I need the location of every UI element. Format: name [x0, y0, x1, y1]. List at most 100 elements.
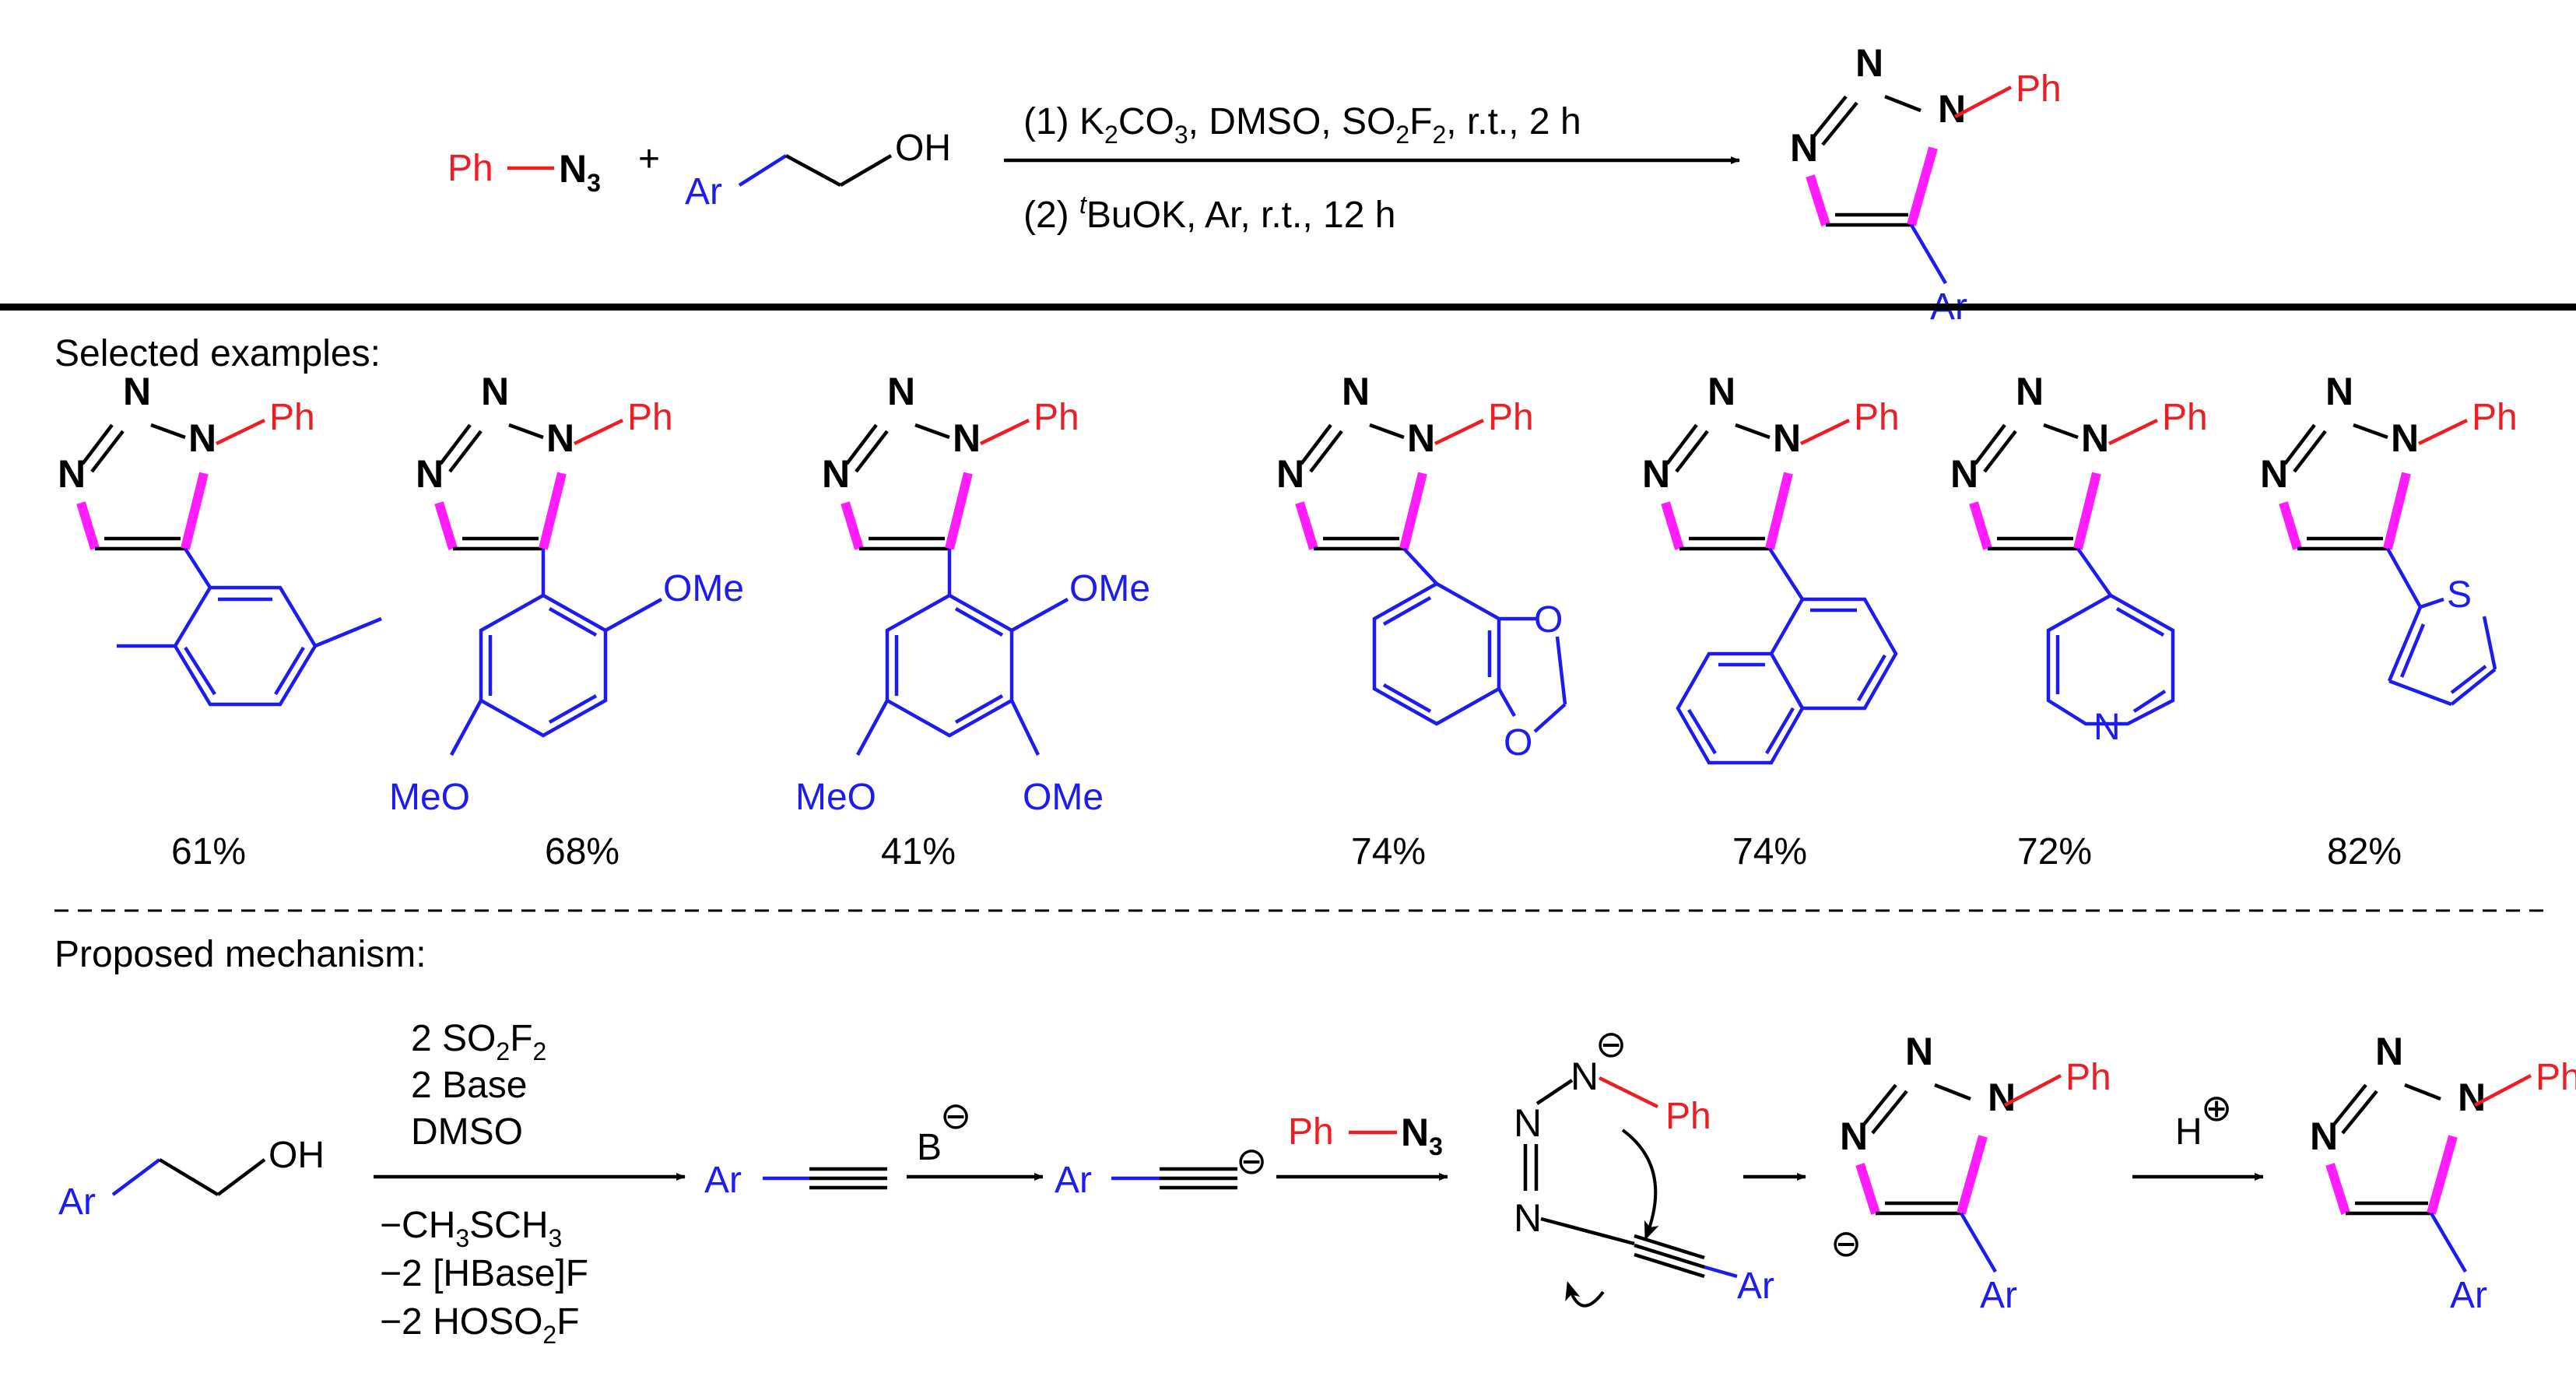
- svg-text:Ph: Ph: [1288, 1111, 1334, 1153]
- yield-label: 61%: [171, 831, 246, 872]
- aryl-ring: [117, 547, 382, 707]
- ph-label: Ph: [2016, 68, 2062, 110]
- triazole-core: N N N Ph: [2260, 370, 2518, 551]
- svg-text:Ar: Ar: [1737, 1265, 1774, 1307]
- triazole-core: N N N Ph: [822, 370, 1079, 551]
- aryl-ethanol: Ar OH: [685, 128, 951, 212]
- svg-text:Ph: Ph: [1854, 397, 1900, 438]
- yield-label: 72%: [2017, 831, 2092, 872]
- byproduct-hbase: −2 [HBase]F: [380, 1253, 588, 1294]
- svg-text:N: N: [416, 452, 444, 496]
- svg-text:N: N: [2093, 707, 2121, 748]
- triazole-core: N N N Ph: [58, 370, 315, 551]
- svg-text:N: N: [1773, 416, 1801, 460]
- svg-text:Ar: Ar: [1980, 1275, 2017, 1316]
- svg-text:N: N: [1342, 370, 1370, 413]
- svg-text:⊖: ⊖: [1595, 1024, 1627, 1065]
- mechanism-byproducts: −CH3SCH3 −2 [HBase]F −2 HOSO2F: [380, 1205, 588, 1349]
- mechanism-reagents: 2 SO2F2 2 Base DMSO: [411, 1018, 546, 1153]
- svg-text:Ar: Ar: [2450, 1275, 2487, 1316]
- svg-text:N: N: [2016, 370, 2044, 413]
- triazole-core: N N N Ph: [1642, 370, 1900, 551]
- svg-text:MeO: MeO: [795, 777, 876, 818]
- svg-text:Ar: Ar: [704, 1160, 742, 1201]
- reagent-dmso: DMSO: [411, 1111, 523, 1153]
- reagent-base: 2 Base: [411, 1065, 527, 1106]
- aryl-ring: N: [2046, 547, 2175, 748]
- yield-label: 41%: [881, 831, 956, 872]
- svg-text:Ar: Ar: [1055, 1160, 1092, 1201]
- svg-text:Ph: Ph: [2065, 1057, 2111, 1098]
- svg-text:OMe: OMe: [1069, 568, 1150, 609]
- oh-label: OH: [895, 128, 951, 169]
- svg-text:N: N: [1905, 1030, 1933, 1073]
- examples-heading: Selected examples:: [54, 333, 381, 374]
- svg-text:N: N: [1950, 452, 1978, 496]
- yield-label: 82%: [2327, 831, 2402, 872]
- svg-text:Ph: Ph: [1665, 1096, 1711, 1137]
- svg-text:OH: OH: [268, 1135, 325, 1176]
- condition-step-1: (1) K2CO3, DMSO, SO2F2, r.t., 2 h: [1023, 101, 1581, 149]
- example-benzodioxolyl: N N N Ph O O 74%: [1276, 370, 1567, 872]
- svg-text:N: N: [1707, 370, 1735, 413]
- svg-text:O: O: [1504, 722, 1532, 763]
- reagent-so2f2: 2 SO2F2: [411, 1018, 546, 1065]
- triazole-core: N N N Ph: [1276, 370, 1534, 551]
- triazolide-anion: N N N Ph Ar ⊖: [1830, 1030, 2111, 1316]
- terminal-alkyne: Ar: [704, 1160, 887, 1201]
- base-label: B: [917, 1127, 942, 1168]
- phenyl-label: Ph: [447, 148, 493, 189]
- aryl-ring: O O: [1372, 547, 1567, 763]
- svg-text:Ph: Ph: [2162, 397, 2208, 438]
- svg-text:N: N: [1407, 416, 1435, 460]
- yield-label: 74%: [1351, 831, 1426, 872]
- svg-text:N: N: [1571, 1055, 1599, 1098]
- triazole-core: N N N Ph: [1950, 370, 2208, 551]
- yield-label: 68%: [545, 831, 619, 872]
- example-3-5-dimethoxyphenyl: N N N Ph OMe MeO 68%: [389, 370, 744, 872]
- base-charge: ⊖: [940, 1096, 971, 1137]
- mechanism-heading: Proposed mechanism:: [54, 934, 426, 975]
- svg-text:MeO: MeO: [389, 777, 470, 818]
- final-triazole: N N N Ph Ar: [2310, 1030, 2576, 1316]
- main-reaction: Ph N3 + Ar OH (1) K2CO3, DMSO, SO2F2, r.…: [447, 101, 1740, 236]
- aryl-ring: OMe MeO: [389, 549, 744, 818]
- svg-text:N: N: [2081, 416, 2109, 460]
- svg-text:Ph: Ph: [1488, 397, 1534, 438]
- condition-step-2: (2) tBuOK, Ar, r.t., 12 h: [1023, 191, 1395, 236]
- ar-label: Ar: [685, 171, 722, 212]
- svg-text:N: N: [1988, 1076, 2016, 1119]
- aryl-ring: [1676, 547, 1898, 765]
- svg-text:N: N: [2325, 370, 2353, 413]
- svg-text:N: N: [887, 370, 915, 413]
- curved-arrow-attack: [1621, 1129, 1659, 1241]
- example-2-thienyl: N N N Ph S 82%: [2260, 370, 2518, 872]
- n3-atom: N: [1790, 126, 1818, 170]
- mechanism-aryl-ethanol: Ar OH: [58, 1135, 325, 1223]
- triazenide-intermediate: N ⊖ Ph N N Ar: [1514, 1024, 1774, 1308]
- svg-text:N: N: [1514, 1101, 1542, 1145]
- svg-text:Ph: Ph: [1034, 397, 1079, 438]
- svg-text:S: S: [2447, 574, 2472, 616]
- svg-text:Ph: Ph: [2472, 397, 2518, 438]
- triazole-product: N N N Ph Ar: [1790, 41, 2062, 328]
- svg-text:Ar: Ar: [58, 1181, 96, 1223]
- proton-label: H: [2175, 1111, 2202, 1153]
- byproduct-dms: −CH3SCH3: [380, 1205, 562, 1252]
- svg-text:N: N: [2375, 1030, 2403, 1073]
- svg-text:N: N: [822, 452, 850, 496]
- azide-label: N3: [559, 147, 601, 197]
- svg-text:N: N: [481, 370, 509, 413]
- svg-text:O: O: [1534, 599, 1563, 641]
- svg-text:N: N: [2391, 416, 2419, 460]
- svg-text:N: N: [2260, 452, 2288, 496]
- svg-text:Ph: Ph: [627, 397, 673, 438]
- acetylide-anion: Ar ⊖: [1055, 1141, 1267, 1201]
- n2-atom: N: [1855, 41, 1883, 85]
- svg-text:⊖: ⊖: [1236, 1141, 1267, 1182]
- aryl-ring: OMe MeO OMe: [795, 549, 1150, 818]
- svg-text:N: N: [1514, 1196, 1542, 1240]
- svg-text:OMe: OMe: [1023, 777, 1104, 818]
- proton-charge: ⊕: [2201, 1088, 2232, 1129]
